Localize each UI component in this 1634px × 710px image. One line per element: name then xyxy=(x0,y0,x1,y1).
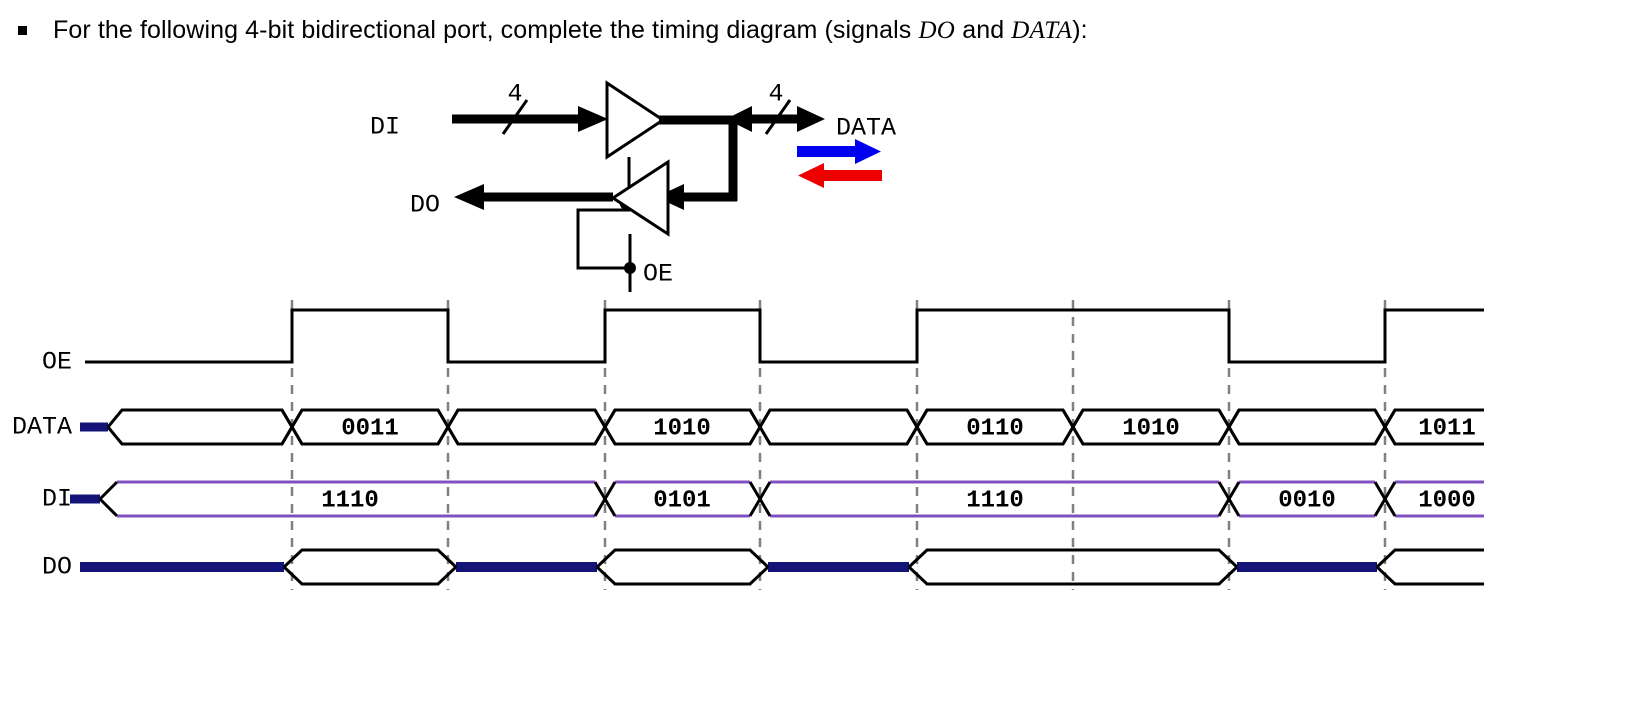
circuit-label-oe: OE xyxy=(643,260,673,289)
enable-net-routing xyxy=(576,208,630,270)
di-value: 1110 xyxy=(321,487,379,514)
bus-width-slash-left-icon xyxy=(501,99,529,135)
tristate-buffer-out xyxy=(605,80,666,160)
bus-width-slash-right-icon xyxy=(764,99,792,135)
prompt-text-before: For the following 4-bit bidirectional po… xyxy=(53,15,919,44)
signal-label-data: DATA xyxy=(12,413,72,442)
di-arrowhead-icon xyxy=(578,106,608,132)
timing-diagram: OE DATA 0011 1010 0110 1010 1011 DI xyxy=(0,292,1634,612)
page-title: For the following 4-bit bidirectional po… xyxy=(53,15,1088,46)
waveform-di-transitions xyxy=(98,480,1397,518)
waveform-data xyxy=(106,408,1484,446)
data-value: 0110 xyxy=(966,415,1024,442)
data-value: 0011 xyxy=(341,415,399,442)
circuit-label-di: DI xyxy=(370,113,400,142)
square-bullet-icon xyxy=(18,25,27,35)
bus-width-label-left: 4 xyxy=(507,80,522,109)
prompt-text-after: ): xyxy=(1072,15,1088,44)
signal-label-oe: OE xyxy=(42,348,72,377)
di-value: 0010 xyxy=(1278,487,1336,514)
signal-label-do: DO xyxy=(42,553,72,582)
di-value: 1000 xyxy=(1418,487,1476,514)
receiver-in-arrowhead-icon xyxy=(656,184,684,210)
direction-arrow-out-icon xyxy=(797,139,881,164)
prompt-signal-data: DATA xyxy=(1011,16,1073,44)
prompt-line: For the following 4-bit bidirectional po… xyxy=(0,0,1634,60)
prompt-text-mid: and xyxy=(955,15,1012,44)
circuit-label-data: DATA xyxy=(836,114,896,143)
do-arrowhead-icon xyxy=(454,184,484,210)
data-value: 1010 xyxy=(653,415,711,442)
data-value: 1010 xyxy=(1122,415,1180,442)
prompt-signal-do: DO xyxy=(918,16,956,44)
waveform-do-valid xyxy=(282,548,1484,586)
direction-arrow-in-icon xyxy=(798,163,882,188)
signal-label-di: DI xyxy=(42,485,72,514)
data-value: 1011 xyxy=(1418,415,1476,442)
di-value: 1110 xyxy=(966,487,1024,514)
bus-width-label-right: 4 xyxy=(768,80,783,109)
gridlines xyxy=(290,300,1387,590)
circuit-diagram: DI 4 4 DATA DO OE xyxy=(0,62,1634,292)
tristate-buffer-in xyxy=(610,159,670,237)
data-arrowhead-right-icon xyxy=(797,106,825,132)
circuit-label-do: DO xyxy=(410,191,440,220)
data-arrowhead-left-icon xyxy=(726,106,752,132)
waveform-di-rails xyxy=(117,480,1484,518)
waveform-oe xyxy=(85,308,1484,364)
di-value: 0101 xyxy=(653,487,711,514)
